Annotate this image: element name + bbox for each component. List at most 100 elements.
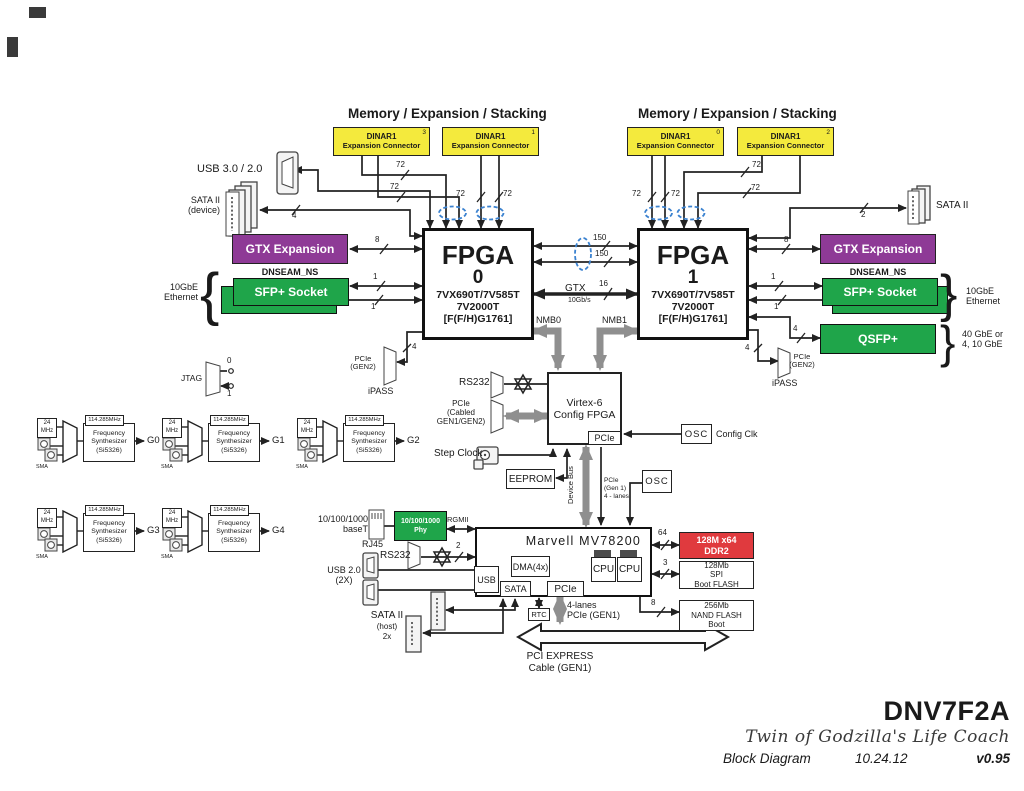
clock-mux-icon [187,419,203,464]
dinar-index: 2 [826,129,830,136]
clock-output-label: G4 [272,525,285,536]
clock-mux-icon [322,419,338,464]
clock-output-label: G2 [407,435,420,446]
ipass-right-label: iPASS [772,378,798,388]
bus72-label: 72 [751,183,760,192]
marvell-pcie-port: PCIe [547,581,584,597]
dinar-name: DINAR1 [475,132,506,141]
bus72-label: 72 [503,189,512,198]
rgmii-label: RGMII [447,515,469,524]
clock-output-label: G3 [147,525,160,536]
marvell-title: Marvell MV78200 [525,534,641,548]
fpga0-block: FPGA 0 7VX690T/7V585T 7V2000T [F(F/H)G17… [422,228,534,340]
config-fpga-wires [497,383,681,528]
synth-freq-label: 114.285MHz [345,415,384,426]
bus64-label: 64 [658,528,667,537]
sata-device-connector-icon [225,181,258,237]
clock-mux-icon [187,509,203,554]
usb3-connector-icon [276,151,299,195]
tagline: Twin of Godzilla's Life Coach [745,727,1010,747]
qsfp-brace: } [940,316,956,368]
pcie-gen1-label: PCIe(Gen 1)4 - lanes [604,477,629,501]
rs232-connector-icon [490,371,504,399]
usb2-connector-icons [362,552,379,606]
bus72-label: 72 [632,189,641,198]
bus72-label: 72 [396,160,405,169]
jtag-wires [220,368,234,390]
fpga0-left-wires [259,204,423,366]
synth-wires [162,419,270,464]
doc-type: Block Diagram [723,751,811,766]
bus72-label: 72 [456,189,465,198]
qsfp-box: QSFP+ [820,324,936,354]
bus150-label: 150 [593,233,607,242]
bus3-label: 3 [663,558,668,567]
left-ethernet-brace: { [200,262,220,327]
dinar-name: DINAR1 [366,132,397,141]
fpga1-block: FPGA 1 7VX690T/7V585T 7V2000T [F(F/H)G17… [637,228,749,340]
fpga0-title: FPGA [441,240,515,271]
virtex-pcie-port: PCIe [588,431,621,445]
inter-fpga-wires [531,237,640,371]
rj45-connector-icon [368,509,385,540]
dinar-connector-1: 1 DINAR1 Expansion Connector [442,127,539,156]
nmb0-label: NMB0 [536,315,562,325]
fpga0-part1: 7VX690T/7V585T [436,289,520,302]
jtag-option-1: 1 [227,389,232,398]
dinar-sub: Expansion Connector [636,140,715,150]
jtag-label: JTAG [181,373,203,383]
sma-connector-icon [37,527,58,552]
part-number: DNV7F2A [883,696,1010,726]
bus1-label: 1 [771,272,776,281]
sata-host-connector-icons [405,591,446,653]
dma-box: DMA(4x) [511,556,550,577]
sma-connector-icon [162,527,183,552]
fpga1-right-wires [748,202,907,365]
step-clock-icon [473,446,499,470]
cpu1-cap [620,550,637,558]
bus4-label: 4 [412,342,417,351]
marvell-sata-port: SATA [500,581,531,597]
fpga1-top-wires [644,156,801,229]
fpga0-part3: [F(F/H)G1761] [443,313,513,326]
usb2-label: USB 2.0(2X) [327,565,361,586]
cpu0-box: CPU [591,557,616,582]
synth-wires [37,509,145,554]
memory-expansion-header-left: Memory / Expansion / Stacking [348,106,547,121]
bus2-label: 2 [456,541,461,550]
rs232-marvell-label: RS232 [380,550,411,561]
synth-wires [162,509,270,554]
sata-right-label: SATA II [936,200,969,211]
clock-mux-icon [62,509,78,554]
device-bus-label: Device Bus [566,466,575,504]
bus72-label: 72 [671,189,680,198]
bus2-label: 2 [861,210,866,219]
sma-label: SMA [161,464,173,470]
pcie-gen2-right-label: PCIe(GEN2) [789,352,815,370]
gtx-expansion-left-box: GTX Expansion [232,234,348,264]
step-clock-label: Step Clock [434,448,483,459]
dnseam-right-label: DNSEAM_NS [849,267,907,277]
sfp-right-box: SFP+ Socket [822,278,938,306]
sfp-left-box: SFP+ Socket [233,278,349,306]
usb3-label: USB 3.0 / 2.0 [197,163,263,175]
sata-right-connector-icon [907,185,931,225]
rs232-marvell-connector-icon [407,541,421,570]
config-osc-box: OSC [681,424,712,444]
bus1-label: 1 [373,272,378,281]
rate-label: 10Gb/s [568,297,591,304]
sma-label: SMA [36,554,48,560]
nmb1-label: NMB1 [602,315,628,325]
